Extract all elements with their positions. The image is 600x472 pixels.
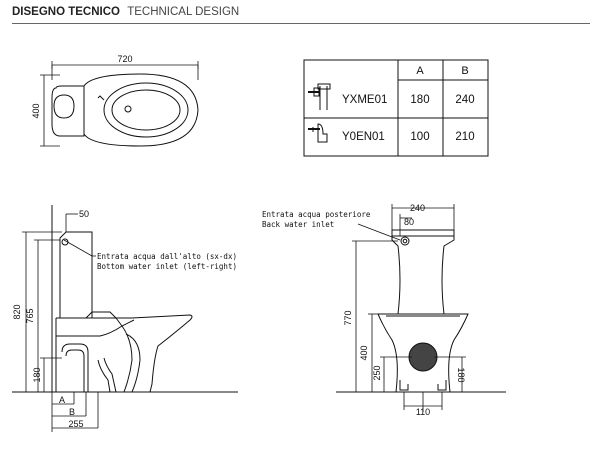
dim-label-765: 765	[25, 308, 35, 323]
dim-label-400: 400	[359, 345, 369, 360]
front-view-bowl	[378, 313, 469, 393]
dim-label-250: 250	[372, 365, 382, 380]
front-view-inlet	[400, 236, 410, 246]
dim-label-110: 110	[416, 407, 430, 417]
table-header-a: A	[416, 65, 424, 77]
top-view-bowl-rim	[103, 82, 189, 138]
dim-label-front-180: 180	[456, 367, 466, 382]
side-view-tank	[59, 231, 93, 319]
side-view: 50 Entrata acqua dall'alto (sx-dx) Botto…	[12, 205, 238, 432]
side-inlet-label-english: Bottom water inlet (left-right)	[97, 262, 237, 271]
front-inlet-label-english: Back water inlet	[262, 220, 334, 229]
front-view: 240 80 Entrata acqua posteriore Back wat…	[262, 203, 506, 417]
table-row-1-b: 240	[455, 94, 474, 106]
header-divider	[12, 23, 590, 24]
dimension-table: A B YXME01 180 240 Y0EN01 100 210	[303, 59, 489, 157]
dim-label-180: 180	[32, 367, 42, 382]
header-title-italian: DISEGNO TECNICO	[12, 6, 120, 18]
top-view: 720 400	[31, 54, 199, 147]
pipe-vertical-outlet-icon	[308, 83, 331, 110]
page-header: DISEGNO TECNICO TECHNICAL DESIGN	[12, 6, 239, 18]
top-view-seat	[83, 73, 199, 147]
side-view-bowl	[56, 314, 193, 393]
side-view-outlet	[61, 343, 89, 392]
table-row-2-a: 100	[410, 131, 429, 143]
front-inlet-label-italian: Entrata acqua posteriore	[262, 210, 371, 219]
dim-label-240: 240	[410, 203, 425, 213]
top-view-tank	[51, 85, 85, 137]
pipe-horizontal-outlet-icon	[308, 123, 328, 143]
header-title-english: TECHNICAL DESIGN	[127, 6, 240, 18]
table-row-1-code: YXME01	[342, 94, 387, 106]
dim-label-820: 820	[12, 304, 22, 319]
table-row-2-code: Y0EN01	[342, 131, 385, 143]
dim-label-b: B	[69, 407, 75, 417]
table-row-2-b: 210	[455, 131, 474, 143]
table-header-b: B	[461, 65, 468, 77]
dim-label-a: A	[59, 395, 65, 405]
side-inlet-label-italian: Entrata acqua dall'alto (sx-dx)	[97, 252, 237, 261]
dim-label-depth: 400	[31, 103, 41, 118]
table-row-1-a: 180	[410, 94, 429, 106]
dim-label-255: 255	[68, 419, 83, 429]
dim-label-80: 80	[404, 217, 414, 227]
table-frame	[303, 59, 489, 157]
dim-label-50: 50	[79, 209, 89, 219]
dim-label-770: 770	[343, 310, 353, 325]
front-view-outlet	[408, 342, 438, 372]
dim-label-width: 720	[117, 54, 132, 64]
